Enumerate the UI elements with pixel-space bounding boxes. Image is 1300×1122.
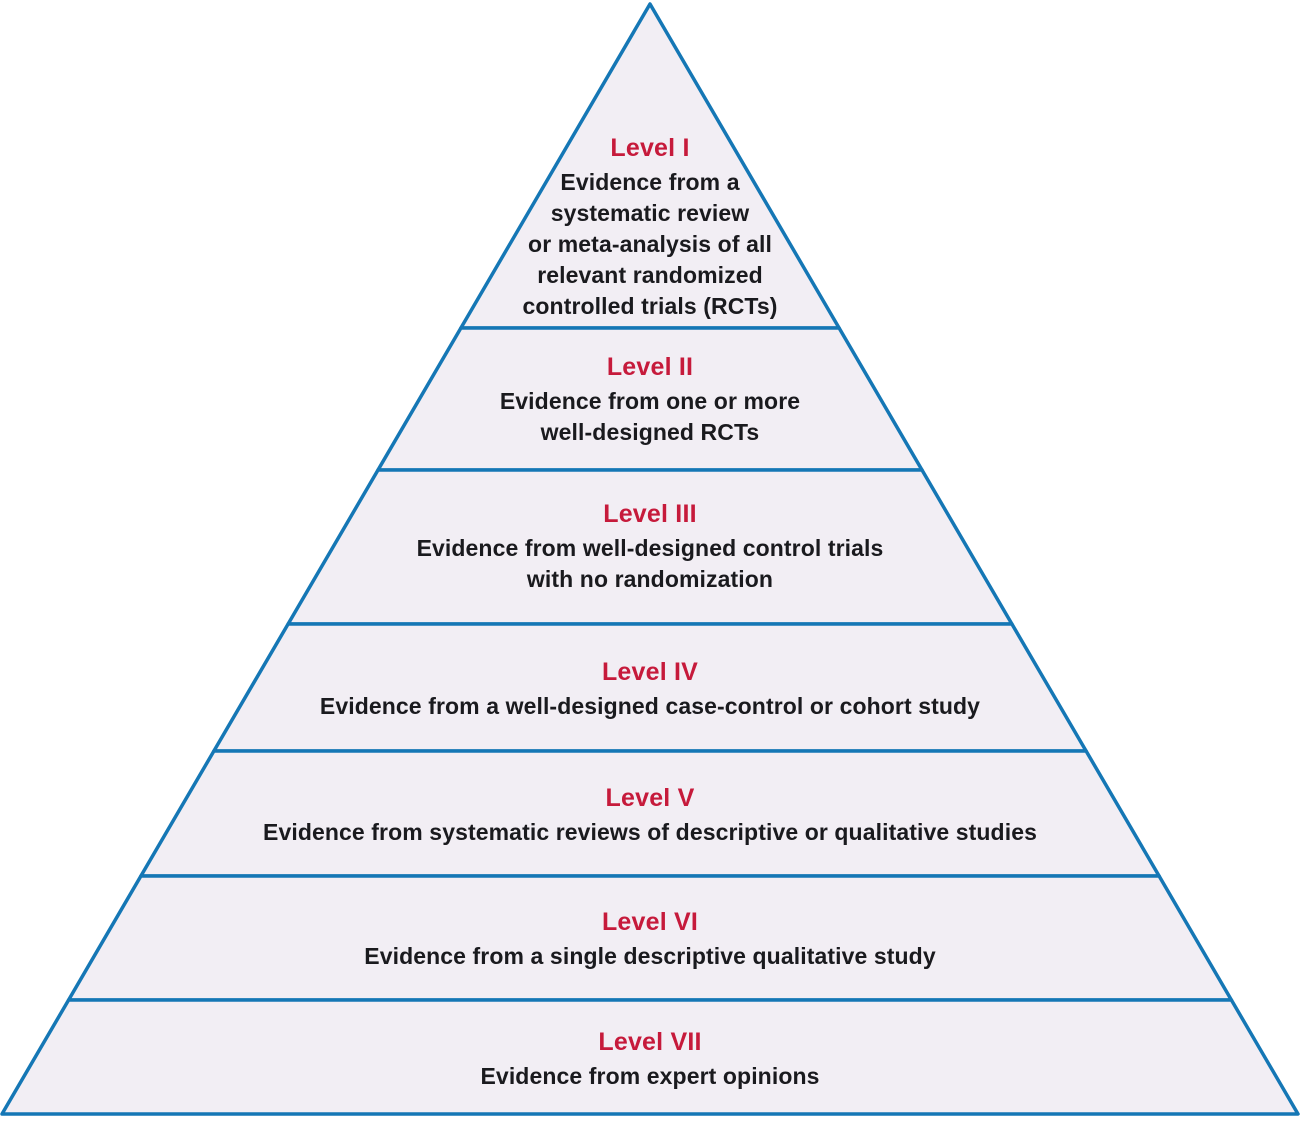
level-3-band	[286, 468, 1014, 626]
level-7-band	[0, 998, 1300, 1116]
level-4-band	[212, 622, 1088, 753]
level-1-band	[459, 2, 841, 330]
level-6-band	[66, 874, 1234, 1002]
level-5-band	[139, 749, 1161, 878]
level-2-band	[376, 326, 924, 472]
